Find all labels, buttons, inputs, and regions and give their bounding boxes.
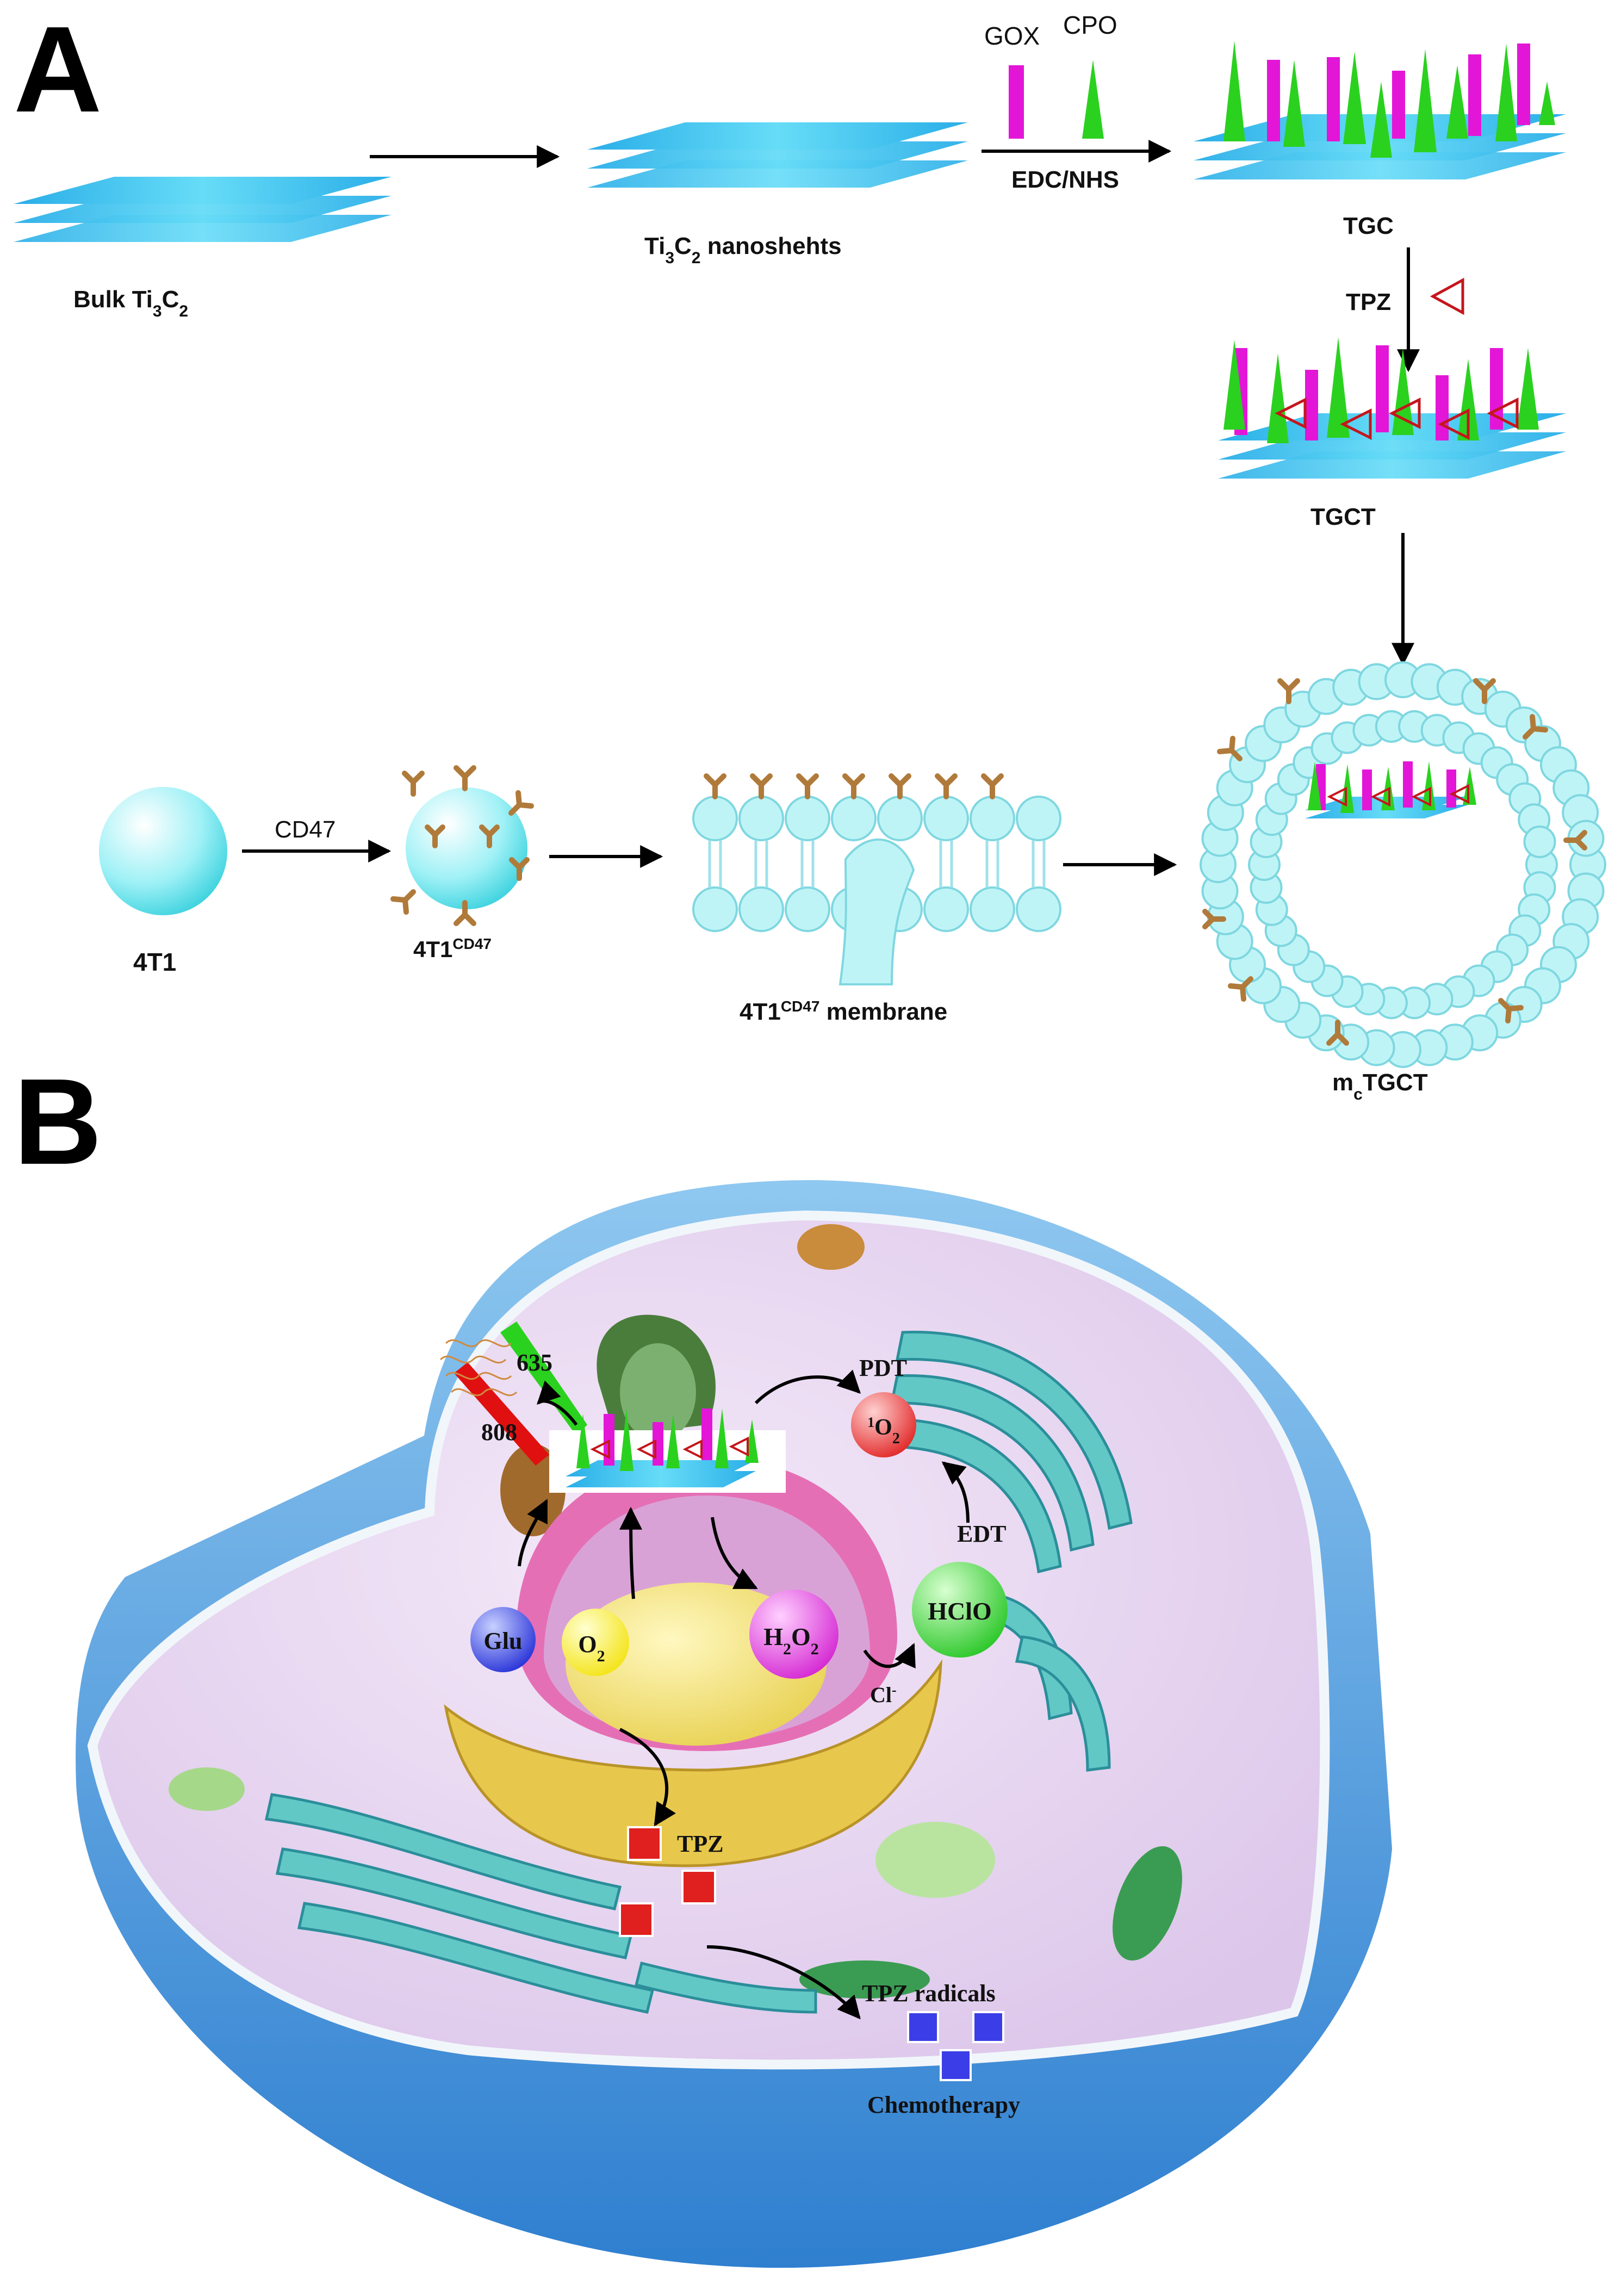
tpz-molecules	[619, 1826, 716, 1937]
laser-808	[454, 1362, 549, 1466]
o2-label: O2	[578, 1631, 605, 1665]
h2o2-label: H2O2	[763, 1623, 819, 1658]
membrane-label: 4T1CD47 membrane	[740, 998, 947, 1026]
edt-label: EDT	[957, 1521, 1006, 1547]
laser-635-label: 635	[517, 1349, 552, 1376]
membrane-cd47-antibodies	[704, 773, 1004, 799]
tgct-nanoplatform	[1218, 337, 1566, 479]
o2-molecule: O2	[562, 1609, 629, 1676]
panel-b-letter: B	[14, 1053, 102, 1190]
4t1-cd47-cell	[390, 765, 534, 926]
tpz-label-a: TPZ	[1346, 289, 1391, 315]
tgc-nanoplatform	[1194, 41, 1566, 179]
chloride-label: Cl-	[870, 1682, 897, 1708]
laser-808-label: 808	[481, 1419, 517, 1445]
cancer-cell-illustration	[76, 1180, 1393, 2268]
ti3c2-nanosheets-stack	[587, 122, 968, 188]
hclo-label: HClO	[928, 1597, 992, 1625]
pdt-label: PDT	[859, 1355, 907, 1381]
bulk-ti3c2-label: Bulk Ti3C2	[73, 286, 188, 320]
edc-nhs-label: EDC/NHS	[1011, 166, 1119, 193]
glu-label: Glu	[484, 1628, 523, 1654]
tpz-legend-triangle	[1430, 277, 1464, 315]
bulk-ti3c2-stack	[14, 177, 392, 242]
tpz-radicals-label: TPZ radicals	[862, 1980, 996, 2007]
hclo-molecule: HClO	[912, 1562, 1008, 1658]
4t1-cell	[99, 787, 227, 915]
tpz-radical-molecules	[907, 2011, 1004, 2081]
chemotherapy-label: Chemotherapy	[867, 2092, 1020, 2118]
heat-waves	[439, 1339, 518, 1397]
cd47-label: CD47	[275, 816, 336, 843]
tgc-label: TGC	[1343, 213, 1394, 239]
tgct-label: TGCT	[1310, 504, 1376, 530]
panel-a-letter: A	[14, 1, 102, 138]
mctgct-vesicle	[1200, 661, 1606, 1068]
4t1-cd47-label: 4T1CD47	[413, 935, 492, 963]
ti3c2-nanosheets-label: Ti3C2 nanoshehts	[644, 233, 842, 267]
cpo-label: CPO	[1063, 11, 1117, 39]
gox-label: GOX	[984, 22, 1040, 50]
laser-635	[500, 1321, 587, 1436]
mctgct-label: mcTGCT	[1332, 1069, 1428, 1103]
reaction-arrows	[518, 1369, 970, 2020]
4t1-cd47-membrane	[692, 796, 1061, 985]
tpz-label-b: TPZ	[677, 1830, 724, 1857]
singlet-oxygen-molecule: 1O2	[851, 1392, 916, 1457]
h2o2-molecule: H2O2	[749, 1590, 838, 1679]
glu-molecule: Glu	[470, 1607, 536, 1672]
gox-legend-bar	[1009, 65, 1024, 139]
cell-nanoplatform	[549, 1408, 786, 1493]
singlet-oxygen-label: 1O2	[867, 1414, 900, 1447]
cpo-legend-cone	[1082, 60, 1104, 139]
4t1-label: 4T1	[133, 948, 176, 976]
